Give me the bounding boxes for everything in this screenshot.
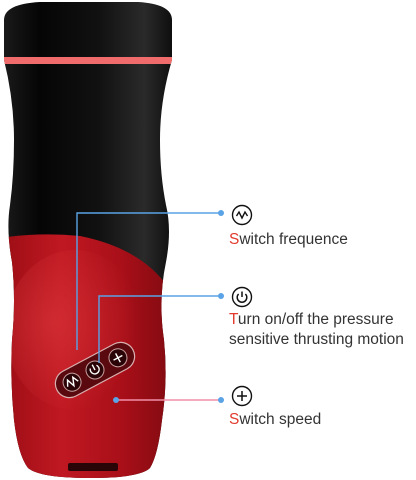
label-accent-letter: S: [229, 231, 240, 248]
label-turn-on-off: Turn on/off the pressure: [229, 310, 394, 330]
label-switch-frequence: Switch frequence: [229, 230, 348, 250]
label-text: witch frequence: [239, 231, 348, 248]
label-text: witch speed: [239, 411, 322, 428]
wave-icon: [231, 204, 253, 226]
power-icon: [231, 286, 253, 308]
device-body: [4, 2, 172, 478]
leader-line-power: [98, 295, 219, 363]
label-text: urn on/off the pressure: [237, 311, 394, 328]
label-switch-speed: Switch speed: [229, 410, 321, 430]
leader-lines: [76, 210, 224, 403]
wave-icon: [66, 375, 79, 388]
label-accent-letter: S: [229, 411, 240, 428]
label-accent-letter: T: [229, 311, 238, 328]
power-icon: [89, 364, 100, 375]
bottom-connector: [68, 463, 118, 471]
control-panel: [54, 341, 136, 399]
plus-icon: [113, 353, 123, 363]
plus-icon: [231, 385, 253, 407]
label-turn-on-off-line2: sensitive thrusting motion: [229, 331, 404, 348]
leader-line-frequence: [76, 212, 219, 350]
pink-band: [4, 57, 172, 64]
